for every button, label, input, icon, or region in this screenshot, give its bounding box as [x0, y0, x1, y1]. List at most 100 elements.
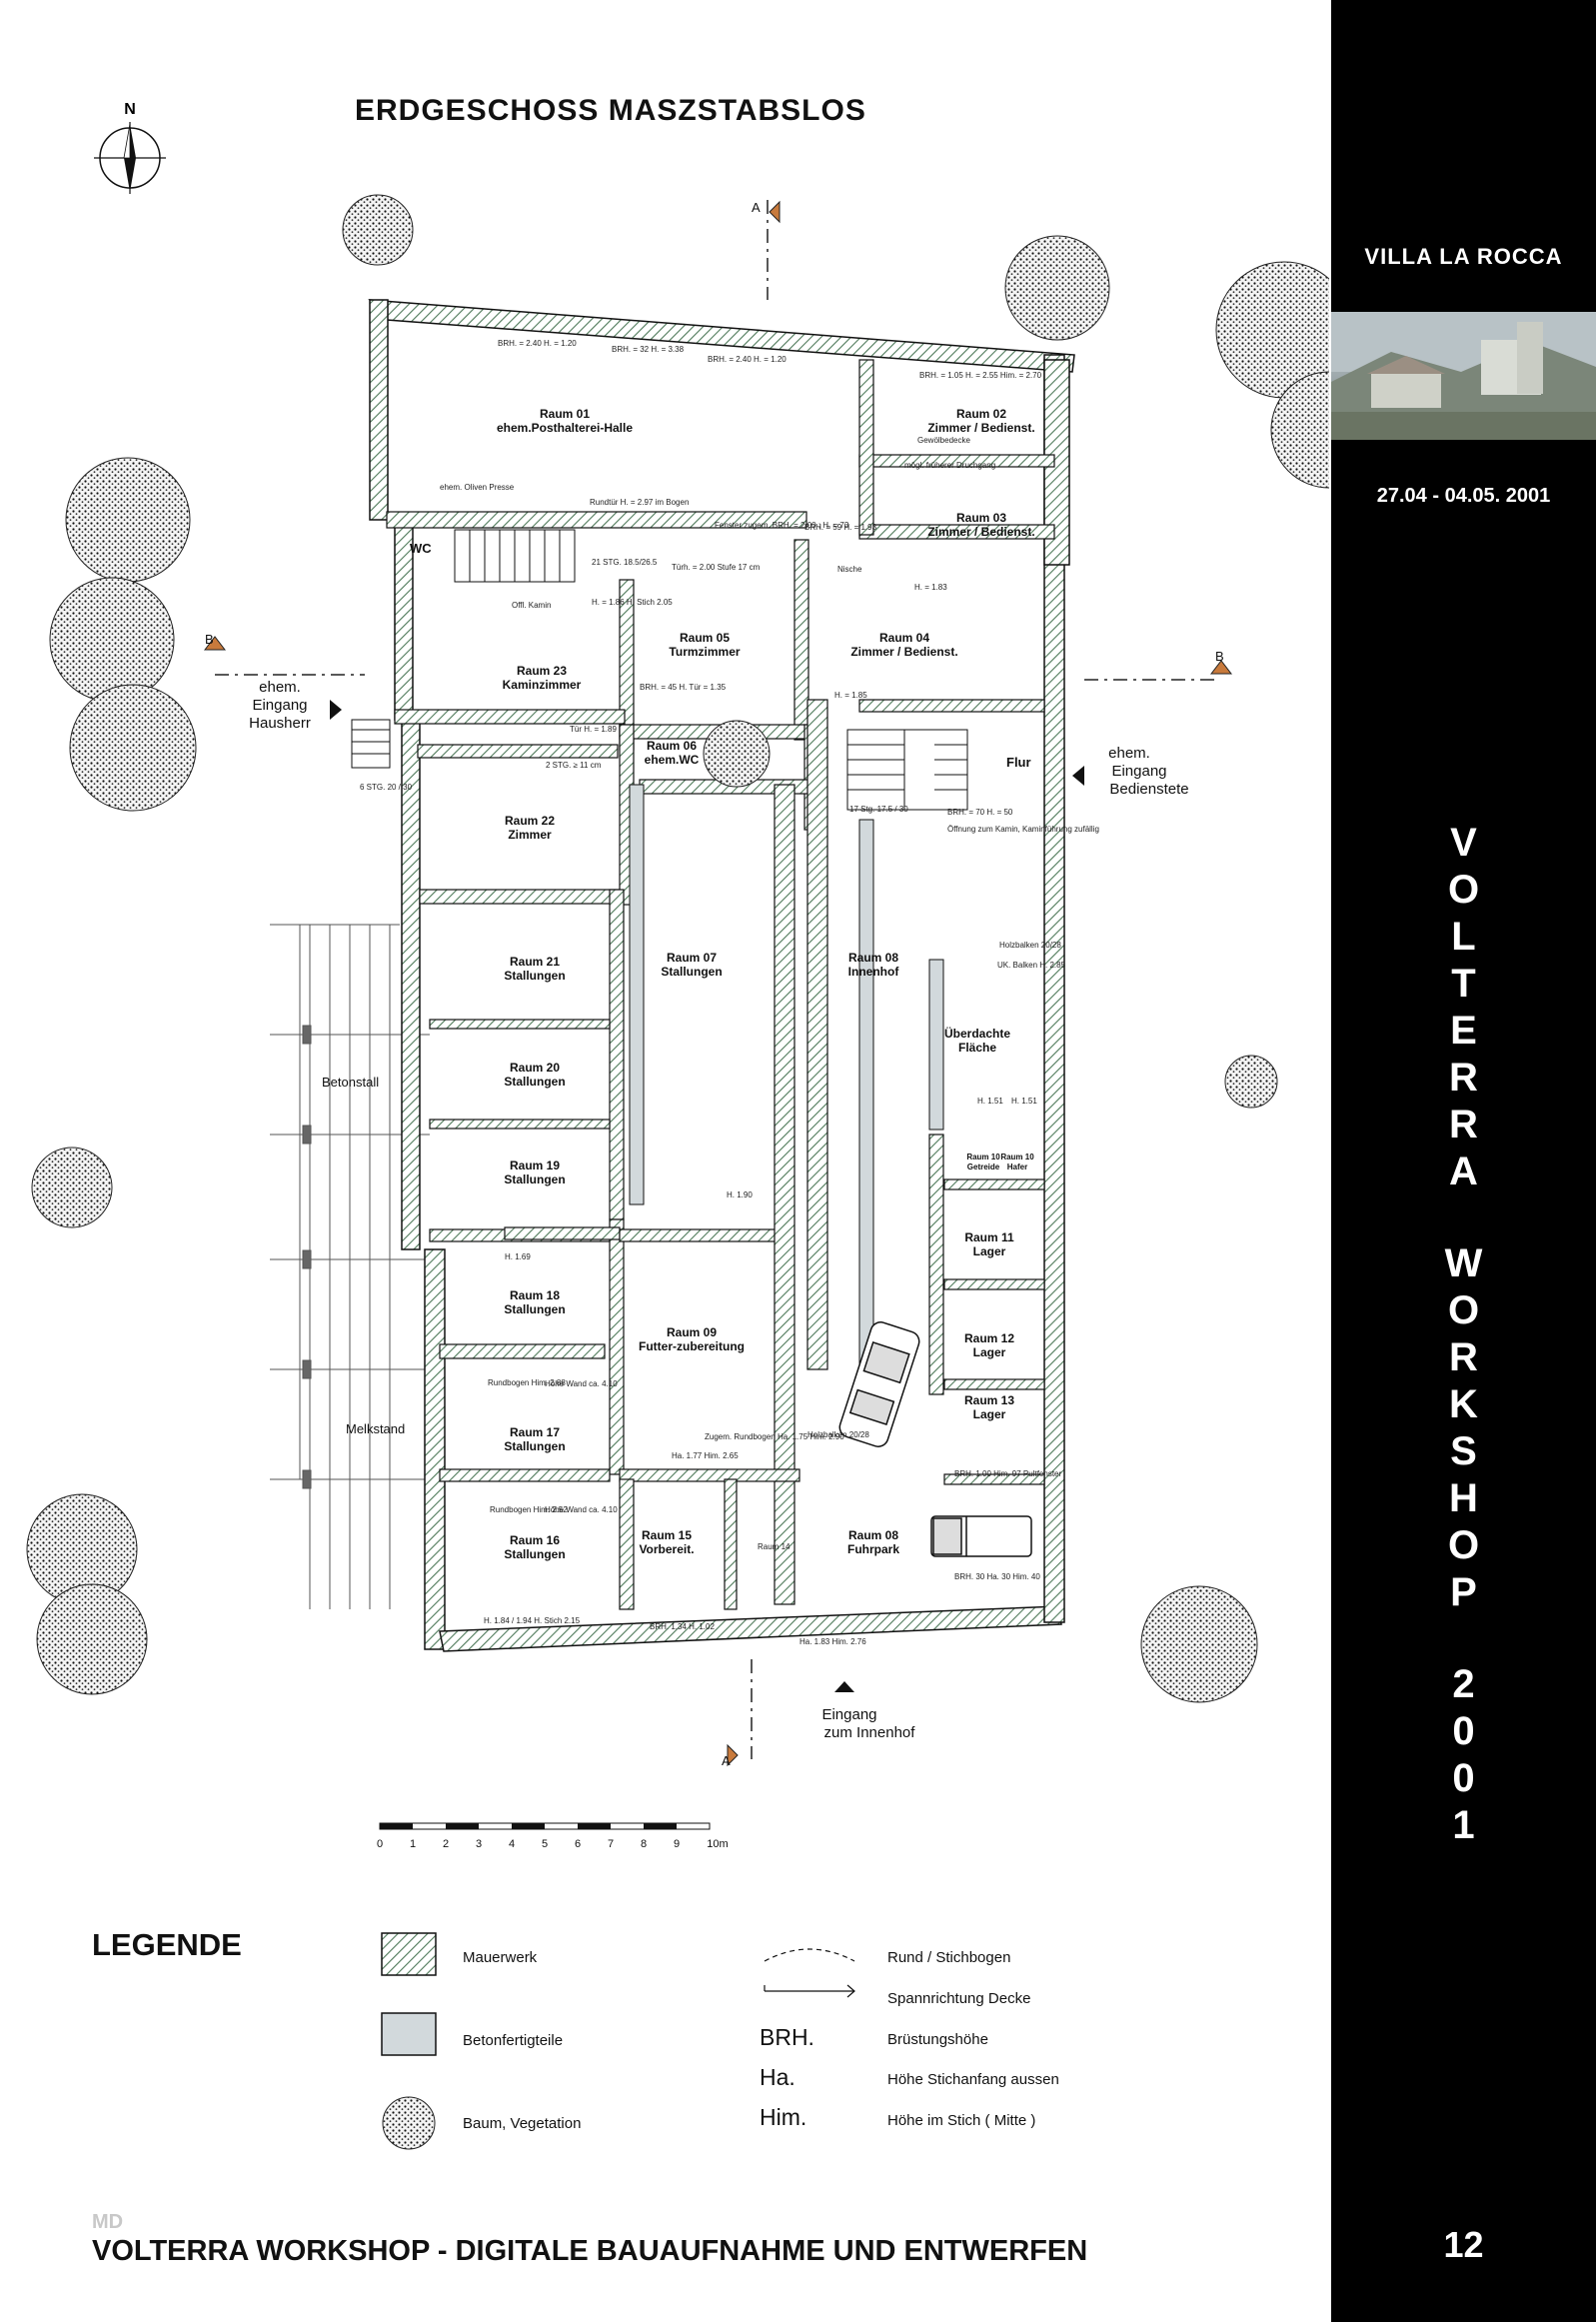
concrete-elements: [629, 784, 944, 1380]
legend-abbr-ha: Ha.: [760, 2064, 796, 2090]
room-number-21: Raum 21: [510, 955, 560, 969]
tree-icon: [1224, 1055, 1278, 1109]
room-number-20: Raum 20: [510, 1061, 560, 1075]
label-eingang-bedienstete-2: Eingang: [1111, 763, 1166, 780]
scale-tick-label: 7: [608, 1838, 614, 1850]
room-name-22: Zimmer: [508, 828, 552, 842]
room-name-10b: Hafer: [1007, 1162, 1027, 1171]
room-name-11: Lager: [973, 1244, 1006, 1258]
section-label-b-right: B: [1215, 649, 1224, 664]
section-label-a-bottom: A: [722, 1753, 731, 1768]
vertical-letter: A: [1449, 1150, 1478, 1193]
annotation: H. 1.51: [1011, 1097, 1037, 1106]
car-icon: [838, 1321, 920, 1447]
room-name-09: Futter-zubereitung: [639, 1339, 745, 1353]
annotation: Öffnung zum Kamin, Kaminführung zufällig: [947, 825, 1099, 834]
annotation: H. = 1.86 H. Stich 2.05: [592, 598, 673, 607]
annotation: Gewölbedecke: [917, 436, 970, 445]
room-name-05: Turmzimmer: [669, 645, 740, 659]
annotation: BRH. = 59 H. = 1.93: [804, 523, 877, 532]
vertical-letter: 1: [1452, 1803, 1475, 1847]
legend-arch-icon: [764, 1948, 855, 1962]
annotation: BRH. = 1.05 H. = 2.55 Him. = 2.70: [919, 371, 1042, 380]
room-number-08a: Raum 08: [848, 951, 898, 965]
room-number-11: Raum 11: [964, 1230, 1014, 1244]
sidebar-title: VILLA LA ROCCA: [1364, 244, 1563, 269]
annotation: BRH. 1.00 Him. 97 Pultfenster: [954, 1469, 1061, 1478]
annotation: Holzbalken 20/28: [999, 941, 1061, 950]
vertical-letter: O: [1447, 1523, 1480, 1567]
legend-abbr-brh: BRH.: [760, 2024, 814, 2050]
annotation: Zugem. Rundbogen Ha. 1.75 Him. 2.90: [705, 1432, 844, 1441]
scale-segment: [644, 1823, 677, 1829]
vertical-letter: R: [1449, 1335, 1478, 1379]
trees: [26, 194, 1329, 1703]
room-number-09: Raum 09: [667, 1325, 717, 1339]
annotation: BRH. = 2.40 H. = 1.20: [498, 339, 577, 348]
annotation: H. = 1.83: [914, 583, 947, 592]
annotation: 2 STG. ≥ 11 cm: [546, 761, 602, 770]
room-number-22: Raum 22: [505, 814, 555, 828]
vertical-letter: T: [1451, 962, 1476, 1006]
label-melkstand: Melkstand: [346, 1421, 405, 1436]
room-number-08b: Raum 08: [848, 1528, 898, 1542]
cistern-icon: [703, 720, 771, 788]
tree-icon: [1270, 371, 1329, 489]
scale-tick-label: 4: [509, 1838, 515, 1850]
vertical-letter: S: [1450, 1429, 1477, 1473]
annotation: Tür H. = 1.89: [570, 725, 617, 734]
room-number-17: Raum 17: [510, 1425, 560, 1439]
tree-icon: [1140, 1585, 1258, 1703]
annotation: UK. Balken H. 2.85: [997, 961, 1066, 970]
arrow-up-icon: [834, 1681, 854, 1692]
room-number-19: Raum 19: [510, 1159, 560, 1172]
tree-icon: [342, 194, 414, 266]
room-number-16: Raum 16: [510, 1533, 560, 1547]
scale-tick-label: 2: [443, 1838, 449, 1850]
room-number-10a: Raum 10: [966, 1153, 1000, 1161]
room-name-01: ehem.Posthalterei-Halle: [497, 421, 633, 435]
room-name-18: Stallungen: [504, 1302, 565, 1316]
floor-plan: B B A A ehem. Eingang Hausherr ehem. Ein…: [26, 194, 1329, 1850]
annotation: Höhe Wand ca. 4.10: [545, 1505, 618, 1514]
annotation: BRH. = 2.40 H. = 1.20: [708, 355, 787, 364]
legend-mauerwerk-swatch: [381, 1932, 437, 1976]
annotation: Nische: [837, 565, 862, 574]
room-number-04: Raum 04: [879, 631, 929, 645]
room-name-12: Lager: [973, 1345, 1006, 1359]
exterior-walls: [368, 299, 1075, 1652]
label-betonstall: Betonstall: [322, 1075, 379, 1090]
section-label-b-left: B: [205, 632, 214, 647]
room-name-16: Stallungen: [504, 1547, 565, 1561]
vertical-letter: E: [1450, 1009, 1477, 1053]
annotation: 21 STG. 18.5/26.5: [592, 558, 658, 567]
annotation: BRH. = 45 H. Tür = 1.35: [640, 683, 727, 692]
section-markers: [203, 200, 1233, 1767]
sidebar-dates: 27.04 - 04.05. 2001: [1376, 485, 1551, 507]
room-name-08b: Fuhrpark: [847, 1542, 899, 1556]
annotation: Rundbogen Him. 2.88: [488, 1378, 566, 1387]
room-name-07: Stallungen: [661, 965, 722, 979]
vertical-letter: P: [1450, 1570, 1477, 1614]
room-number-13: Raum 13: [964, 1393, 1014, 1407]
tree-icon: [31, 1147, 113, 1228]
legend-abbr-him: Him.: [760, 2104, 807, 2130]
legend-label-baum: Baum, Vegetation: [463, 2115, 582, 2132]
tree-icon: [69, 684, 197, 812]
legend-symbols-left: [381, 1932, 437, 2150]
interior-walls: [386, 359, 1055, 1610]
annotation: H. 1.90: [727, 1190, 753, 1199]
legend-label-mauerwerk: Mauerwerk: [463, 1949, 538, 1966]
scale-segment: [380, 1823, 413, 1829]
label-eingang-bedienstete-3: Bedienstete: [1109, 781, 1188, 798]
annotation: 17 Stg. 17.5 / 30: [849, 805, 908, 814]
label-eingang-hausherr-3: Hausherr: [249, 715, 311, 732]
annotation: Höhe Wand ca. 4.10: [545, 1379, 618, 1388]
footer-text: VOLTERRA WORKSHOP - DIGITALE BAUAUFNAHME…: [92, 2235, 1088, 2267]
annotation: Ha. 1.83 Him. 2.76: [799, 1637, 866, 1646]
arrow-left-icon: [1072, 766, 1084, 786]
annotation: BRH. 30 Ha. 30 Him. 40: [954, 1572, 1040, 1581]
